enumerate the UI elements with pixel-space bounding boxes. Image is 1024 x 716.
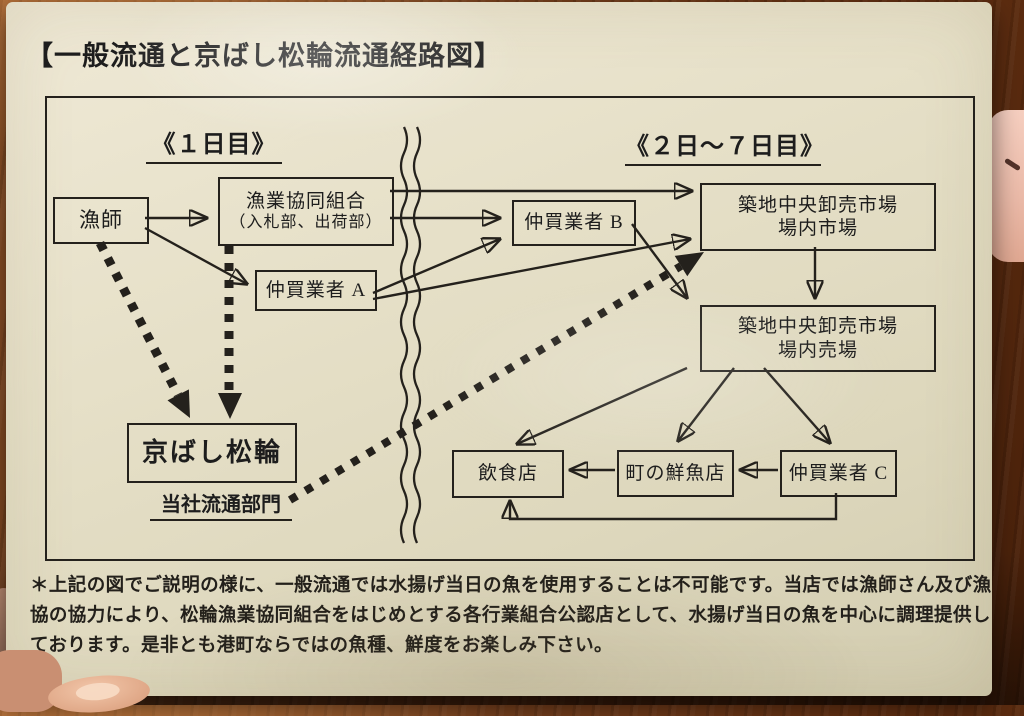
footnote-line-2: 協の協力により、松輪漁業協同組合をはじめとする各行業組合公認店として、水揚げ当日… — [30, 606, 991, 626]
node-restaurant: 飲食店 — [452, 450, 564, 498]
our-distribution-dept-label: 当社流通部門 — [150, 488, 292, 521]
node-label-line2: （入札部、出荷部） — [229, 214, 383, 232]
node-label-line1: 漁業協同組合 — [245, 191, 366, 213]
node-middleman-b: 仲買業者 B — [512, 200, 636, 246]
diagram-title: 【一般流通と京ばし松輪流通経路図】 — [26, 41, 502, 71]
node-tsukiji-inner-sales-floor: 築地中央卸売市場 場内売場 — [700, 305, 936, 372]
node-label-line2: 場内市場 — [777, 218, 858, 239]
node-fisheries-cooperative: 漁業協同組合 （入札部、出荷部） — [218, 177, 394, 246]
section-header-day2-7: 《２日～７日目》 — [625, 126, 824, 166]
pink-object — [988, 110, 1024, 262]
diagram-border — [45, 96, 975, 561]
node-label: 飲食店 — [477, 463, 538, 485]
node-middleman-c: 仲買業者 C — [780, 450, 897, 497]
section-header-day1: 《１日目》 — [146, 124, 282, 164]
node-town-fish-shop: 町の鮮魚店 — [617, 450, 734, 497]
footnote-line-1: ＊上記の図でご説明の様に、一般流通では水揚げ当日の魚を使用することは不可能です。… — [30, 576, 992, 596]
footnote-line-3: ております。是非とも港町ならではの魚種、鮮度をお楽しみ下さい。 — [30, 636, 613, 656]
node-label: 仲買業者 C — [788, 462, 889, 484]
node-middleman-a: 仲買業者 A — [255, 270, 377, 311]
node-label-line2: 場内売場 — [777, 339, 858, 361]
node-label-line1: 築地中央卸売市場 — [737, 316, 898, 338]
footnote: ＊上記の図でご説明の様に、一般流通では水揚げ当日の魚を使用することは不可能です。… — [30, 571, 992, 661]
node-label: 京ばし松輪 — [141, 438, 282, 468]
node-label: 町の鮮魚店 — [625, 462, 726, 484]
node-label-line1: 築地中央卸売市場 — [737, 194, 898, 216]
node-kyobashi-matsuwa: 京ばし松輪 — [127, 423, 297, 483]
thumbnail — [75, 681, 121, 702]
node-label: 漁師 — [79, 207, 123, 232]
node-fisherman: 漁師 — [53, 197, 149, 244]
node-label: 仲買業者 A — [265, 279, 367, 301]
node-tsukiji-inner-market: 築地中央卸売市場 場内市場 — [700, 183, 936, 251]
node-label: 仲買業者 B — [524, 212, 624, 234]
